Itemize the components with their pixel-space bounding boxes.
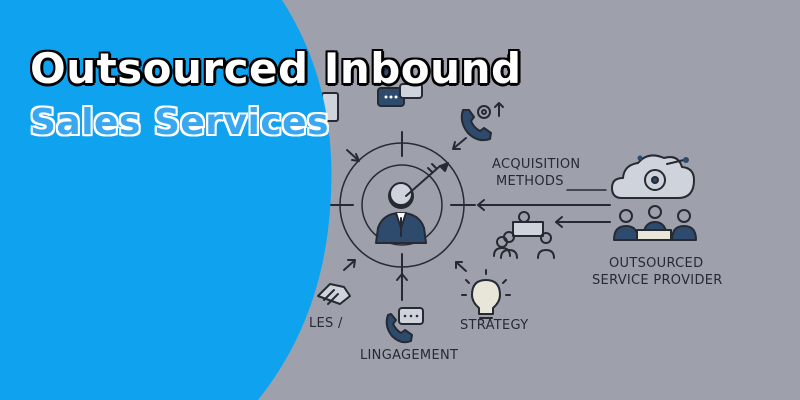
person-icon (375, 182, 427, 244)
handshake-icon (317, 283, 351, 305)
phone-icon (460, 54, 515, 142)
flow-arrows (343, 137, 611, 301)
target-icon (328, 131, 476, 279)
team-icon (493, 211, 555, 259)
provider-team-icon (613, 205, 697, 241)
engagement-label: LINGAGEMENT (360, 348, 459, 363)
cloud-icon (611, 154, 695, 199)
engagement-icon (385, 307, 424, 344)
page-title-line-1: Outsourced Inbound (30, 44, 522, 93)
lightbulb-icon (461, 269, 511, 319)
arrow-icon (405, 162, 449, 197)
sales-label: LES / (309, 316, 343, 331)
strategy-label: STRATEGY (460, 318, 529, 333)
page-title-line-2: Sales Services (30, 102, 330, 143)
outsourced-provider-label-1: OUTSOURCED (609, 256, 704, 271)
chat-icon (377, 67, 423, 107)
acquisition-methods-label-2: METHODS (496, 174, 564, 189)
acquisition-methods-label-1: ACQUISITION (492, 157, 581, 172)
outsourced-provider-label-2: SERVICE PROVIDER (592, 273, 723, 288)
